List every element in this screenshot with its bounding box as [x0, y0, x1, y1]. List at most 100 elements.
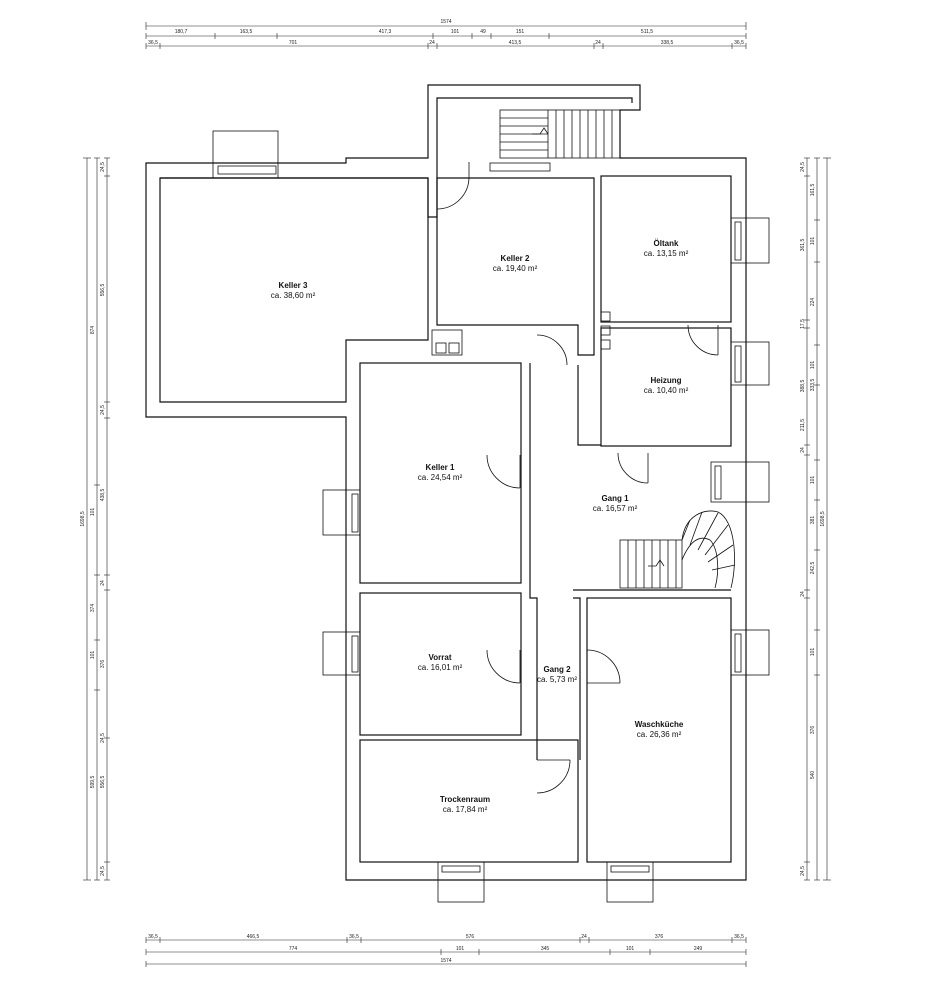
dim-right-mid-5: 101	[810, 476, 816, 485]
dim-top-row3-2: 24	[429, 40, 435, 46]
dim-top-row2-5: 151	[516, 29, 525, 35]
dim-top-row3-3: 413,5	[509, 40, 522, 46]
dim-top-total: 1574	[440, 19, 451, 25]
dim-bottom-row1-0: 36,5	[148, 934, 158, 940]
dimension-lines-top: 1574 180,7 163,5 417,3 101 49 151 511,5 …	[145, 19, 747, 49]
dim-left-mid-1: 101	[90, 508, 96, 517]
room-name-trockenraum: Trockenraum	[440, 795, 490, 804]
dim-right-mid-9: 376	[810, 726, 816, 735]
room-area-trockenraum: ca. 17,84 m²	[443, 805, 488, 814]
dim-bottom-row1-4: 24	[581, 934, 587, 940]
dim-top-row2-4: 49	[480, 29, 486, 35]
dim-bottom-row1-2: 36,5	[349, 934, 359, 940]
dim-right-inner-7: 24,5	[800, 866, 806, 876]
room-name-keller3: Keller 3	[279, 281, 308, 290]
room-area-heizung: ca. 10,40 m²	[644, 386, 689, 395]
dim-right-mid-7: 242,5	[810, 562, 816, 575]
dim-left-inner-0: 24,5	[100, 162, 106, 172]
room-name-gang1: Gang 1	[601, 494, 629, 503]
dim-right-mid-4: 333,5	[810, 379, 816, 392]
dim-bottom-row1-1: 466,5	[247, 934, 260, 940]
dim-right-mid-0: 161,5	[810, 184, 816, 197]
dim-left-inner-6: 24,5	[100, 733, 106, 743]
room-name-keller2: Keller 2	[501, 254, 530, 263]
room-vorrat: Vorrat ca. 16,01 m²	[322, 592, 522, 736]
room-gang2: Gang 2 ca. 5,73 m²	[537, 649, 621, 794]
room-waschkueche: Waschküche ca. 26,36 m²	[586, 597, 770, 903]
dim-top-row2-2: 417,3	[379, 29, 392, 35]
dim-bottom-row2-3: 101	[626, 946, 635, 952]
dim-bottom-row2-0: 774	[289, 946, 298, 952]
dim-bottom-row2-4: 249	[694, 946, 703, 952]
corridor-walls	[529, 363, 731, 760]
dim-right-mid-1: 101	[810, 237, 816, 246]
room-area-vorrat: ca. 16,01 m²	[418, 663, 463, 672]
dim-left-inner-4: 24	[100, 580, 106, 586]
dim-bottom-row2-1: 101	[456, 946, 465, 952]
dim-right-mid-10: 540	[810, 771, 816, 780]
room-area-oeltank: ca. 13,15 m²	[644, 249, 689, 258]
dim-right-inner-6: 24	[800, 591, 806, 597]
dimension-lines-bottom: 36,5 466,5 36,5 576 24 376 36,5 774 101 …	[145, 934, 747, 967]
dim-left-inner-8: 24,5	[100, 866, 106, 876]
dim-right-mid-3: 101	[810, 361, 816, 370]
room-keller2: Keller 2 ca. 19,40 m²	[431, 162, 595, 356]
dim-left-mid-0: 874	[90, 326, 96, 335]
dim-left-inner-3: 438,5	[100, 489, 106, 502]
room-oeltank: Öltank ca. 13,15 m²	[600, 175, 770, 323]
dim-top-row2-0: 180,7	[175, 29, 188, 35]
dim-bottom-total: 1574	[440, 958, 451, 964]
dim-top-row3-4: 24	[595, 40, 601, 46]
dim-left-mid-2: 374	[90, 604, 96, 613]
room-area-keller3: ca. 38,60 m²	[271, 291, 316, 300]
room-name-waschkueche: Waschküche	[635, 720, 684, 729]
room-area-gang2: ca. 5,73 m²	[537, 675, 577, 684]
room-name-gang2: Gang 2	[543, 665, 571, 674]
dim-bottom-row1-3: 576	[466, 934, 475, 940]
dim-right-inner-1: 361,5	[800, 239, 806, 252]
room-heizung: Heizung ca. 10,40 m²	[600, 311, 770, 484]
room-gang1: Gang 1 ca. 16,57 m²	[593, 461, 770, 589]
room-name-heizung: Heizung	[650, 376, 681, 385]
dim-right-mid-2: 224	[810, 298, 816, 307]
dimension-lines-right: 1698,5 161,5 101 224 101 333,5 101 381 2…	[800, 157, 831, 881]
room-keller3: Keller 3 ca. 38,60 m²	[159, 130, 429, 403]
dim-top-row2-6: 511,5	[641, 29, 653, 35]
dim-top-row2-3: 101	[451, 29, 460, 35]
dim-bottom-row1-5: 376	[655, 934, 664, 940]
spiral-staircase	[619, 510, 736, 589]
dim-left-outer: 1698,5	[80, 511, 86, 527]
dim-left-inner-5: 376	[100, 660, 106, 669]
room-name-keller1: Keller 1	[426, 463, 455, 472]
dim-right-inner-0: 24,5	[800, 162, 806, 172]
dim-right-outer: 1698,5	[820, 511, 826, 527]
dim-top-row3-0: 36,5	[148, 40, 158, 46]
room-area-gang1: ca. 16,57 m²	[593, 504, 638, 513]
room-name-oeltank: Öltank	[654, 239, 679, 248]
dim-left-inner-2: 24,5	[100, 405, 106, 415]
dim-left-mid-4: 599,5	[90, 776, 96, 789]
dim-right-inner-4: 211,5	[800, 419, 806, 431]
dim-left-mid-3: 101	[90, 651, 96, 660]
dim-right-inner-5: 24	[800, 447, 806, 453]
dim-right-inner-3: 17,5	[800, 319, 806, 329]
dimension-lines-left: 1698,5 874 101 374 101 599,5 24,5 556,5 …	[80, 157, 110, 881]
room-area-waschkueche: ca. 26,36 m²	[637, 730, 682, 739]
dim-right-mid-6: 381	[810, 516, 816, 525]
dim-left-inner-1: 556,5	[100, 284, 106, 297]
dim-bottom-row1-6: 36,5	[734, 934, 744, 940]
dim-top-row3-6: 36,5	[734, 40, 744, 46]
room-area-keller2: ca. 19,40 m²	[493, 264, 538, 273]
dim-top-row3-5: 338,5	[661, 40, 674, 46]
dim-right-mid-8: 101	[810, 648, 816, 657]
dim-bottom-row2-2: 345	[541, 946, 550, 952]
dim-right-inner-2: 388,5	[800, 380, 806, 393]
dim-left-inner-7: 556,5	[100, 776, 106, 789]
exterior-walls	[145, 84, 747, 881]
dim-top-row2-1: 163,5	[240, 29, 253, 35]
room-trockenraum: Trockenraum ca. 17,84 m²	[359, 739, 579, 903]
dim-top-row3-1: 701	[289, 40, 298, 46]
room-area-keller1: ca. 24,54 m²	[418, 473, 463, 482]
room-keller1: Keller 1 ca. 24,54 m²	[322, 334, 568, 584]
